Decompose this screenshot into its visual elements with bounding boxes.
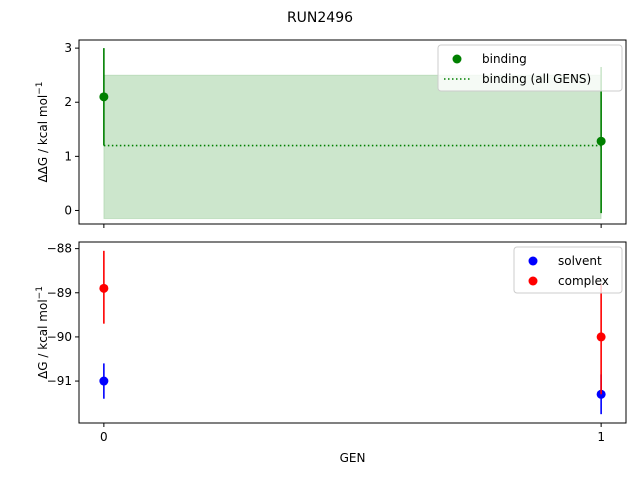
x-tick-label: 1: [597, 430, 605, 444]
axes-frame: [78, 39, 627, 225]
y-tick-label: −91: [47, 374, 72, 388]
solvent-point: [99, 376, 109, 386]
y-tick-label: 1: [64, 149, 72, 163]
complex-point: [99, 283, 109, 293]
y-tick-label: −89: [47, 286, 72, 300]
x-axis-label: GEN: [340, 451, 366, 465]
legend-marker: [528, 276, 538, 286]
legend-box: [513, 246, 623, 294]
legend: solvent complex: [513, 246, 623, 294]
y-tick-label: 0: [64, 203, 72, 217]
legend-marker: [452, 54, 462, 64]
y-tick-label: −88: [47, 242, 72, 256]
figure-title: RUN2496: [287, 10, 353, 26]
legend-box: [437, 44, 623, 92]
legend-marker: [528, 256, 538, 266]
y-axis-label: ΔΔG / kcal mol−1: [35, 81, 50, 182]
complex-point: [596, 332, 606, 342]
y-tick-label: 2: [64, 95, 72, 109]
y-axis-label: ΔG / kcal mol−1: [35, 286, 50, 379]
axes-frame: [78, 241, 627, 424]
legend: binding binding (all GENS): [437, 44, 623, 92]
y-tick-label: −90: [47, 330, 72, 344]
binding-point: [596, 136, 606, 146]
legend-label: binding (all GENS): [482, 72, 591, 86]
y-axis-label-main: ΔG / kcal mol: [36, 299, 50, 379]
legend-label: complex: [558, 274, 609, 288]
y-axis-label-exponent: −1: [35, 81, 45, 94]
y-axis-label-main: ΔΔG / kcal mol: [36, 95, 50, 183]
legend-label: binding: [482, 52, 527, 66]
legend-label: solvent: [558, 254, 602, 268]
y-axis-label-exponent: −1: [35, 286, 45, 299]
x-tick-label: 0: [100, 430, 108, 444]
confidence-band: [103, 74, 602, 220]
y-tick-label: 3: [64, 41, 72, 55]
binding-point: [99, 92, 109, 102]
